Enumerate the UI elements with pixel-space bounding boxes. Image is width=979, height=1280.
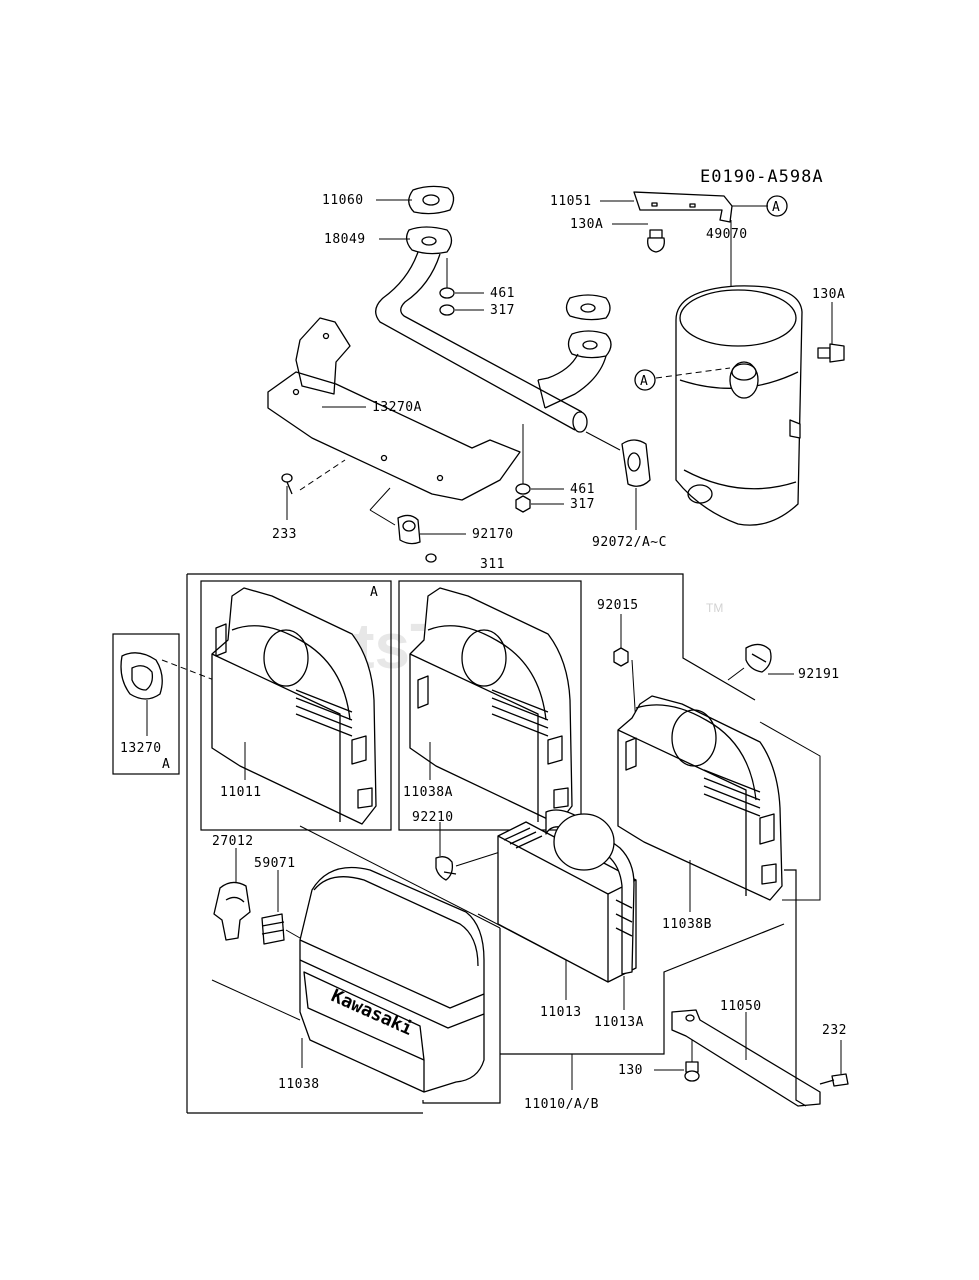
lock-washer-461-mid[interactable] xyxy=(515,483,531,495)
callout-59071[interactable]: 59071 xyxy=(254,856,296,871)
clip-92210[interactable] xyxy=(435,856,457,881)
callout-27012[interactable]: 27012 xyxy=(212,834,254,849)
bolt-130[interactable] xyxy=(684,1061,700,1082)
box-13270 xyxy=(112,633,180,775)
callout-13270-sub[interactable]: A xyxy=(162,757,170,772)
callout-130A-right[interactable]: 130A xyxy=(812,287,845,302)
assembly-frame-top xyxy=(187,573,684,628)
callout-92191[interactable]: 92191 xyxy=(798,667,840,682)
callout-13270[interactable]: 13270 xyxy=(120,741,162,756)
bracket-11051[interactable] xyxy=(633,191,733,223)
callout-130A-left[interactable]: 130A xyxy=(570,217,603,232)
callout-11050[interactable]: 11050 xyxy=(720,999,762,1014)
callout-130[interactable]: 130 xyxy=(618,1063,643,1078)
gasket-upper-right[interactable] xyxy=(565,294,611,321)
callout-461-mid[interactable]: 461 xyxy=(570,482,595,497)
watermark-trademark: TM xyxy=(706,601,723,615)
callout-11051[interactable]: 11051 xyxy=(550,194,592,209)
callout-11038[interactable]: 11038 xyxy=(278,1077,320,1092)
nut-317-top[interactable] xyxy=(439,304,455,316)
callout-311[interactable]: 311 xyxy=(480,557,505,572)
callout-13270A[interactable]: 13270A xyxy=(372,400,422,415)
callout-11011[interactable]: 11011 xyxy=(220,785,262,800)
clip-59071[interactable] xyxy=(261,913,285,945)
callout-18049[interactable]: 18049 xyxy=(324,232,366,247)
muffler-49070[interactable] xyxy=(675,285,803,526)
ref-marker-a-top[interactable] xyxy=(766,195,788,217)
air-cleaner-cover-11038[interactable]: Kawasaki xyxy=(299,866,485,1093)
lock-washer-461-top[interactable] xyxy=(439,287,455,299)
air-cleaner-base-11038B[interactable] xyxy=(617,695,783,901)
callout-232[interactable]: 232 xyxy=(822,1023,847,1038)
bolt-232[interactable] xyxy=(819,1073,849,1087)
callout-11013A[interactable]: 11013A xyxy=(594,1015,644,1030)
callout-11038B[interactable]: 11038B xyxy=(662,917,712,932)
callout-49070[interactable]: 49070 xyxy=(706,227,748,242)
bracket-13270A[interactable] xyxy=(267,317,521,501)
callout-317-mid[interactable]: 317 xyxy=(570,497,595,512)
gasket-11060[interactable] xyxy=(408,185,455,215)
clamp-92170[interactable] xyxy=(397,514,437,563)
callout-a-box[interactable]: A xyxy=(370,585,378,600)
nut-317-mid[interactable] xyxy=(515,495,531,513)
callout-11013[interactable]: 11013 xyxy=(540,1005,582,1020)
pre-cleaner-11013A[interactable] xyxy=(545,809,635,975)
air-cleaner-base-11038A[interactable] xyxy=(409,587,573,825)
callout-461-top[interactable]: 461 xyxy=(490,286,515,301)
nut-92015[interactable] xyxy=(613,647,629,667)
callout-92072[interactable]: 92072/A~C xyxy=(592,535,667,550)
gasket-13270[interactable] xyxy=(120,652,163,700)
bolt-233[interactable] xyxy=(281,473,293,495)
bolt-130A-right[interactable] xyxy=(817,343,845,363)
ref-marker-a-mid[interactable] xyxy=(634,369,656,391)
box-11038A xyxy=(398,580,582,831)
callout-11010[interactable]: 11010/A/B xyxy=(524,1097,599,1112)
clip-92191[interactable] xyxy=(745,643,772,673)
callout-233[interactable]: 233 xyxy=(272,527,297,542)
callout-92015[interactable]: 92015 xyxy=(597,598,639,613)
air-cleaner-base-11011[interactable] xyxy=(211,587,377,825)
clamp-92072[interactable] xyxy=(621,439,651,487)
box-11011 xyxy=(200,580,392,831)
clip-27012[interactable] xyxy=(213,881,251,941)
callout-11038A[interactable]: 11038A xyxy=(403,785,453,800)
callout-92170[interactable]: 92170 xyxy=(472,527,514,542)
callout-11060[interactable]: 11060 xyxy=(322,193,364,208)
callout-317-top[interactable]: 317 xyxy=(490,303,515,318)
bolt-130A-left[interactable] xyxy=(647,229,665,253)
exhaust-pipe-18049[interactable] xyxy=(375,226,612,433)
callout-a-top[interactable]: A xyxy=(772,200,780,215)
callout-a-mid[interactable]: A xyxy=(640,374,648,389)
diagram-reference-code: E0190-A598A xyxy=(700,167,824,187)
callout-92210[interactable]: 92210 xyxy=(412,810,454,825)
